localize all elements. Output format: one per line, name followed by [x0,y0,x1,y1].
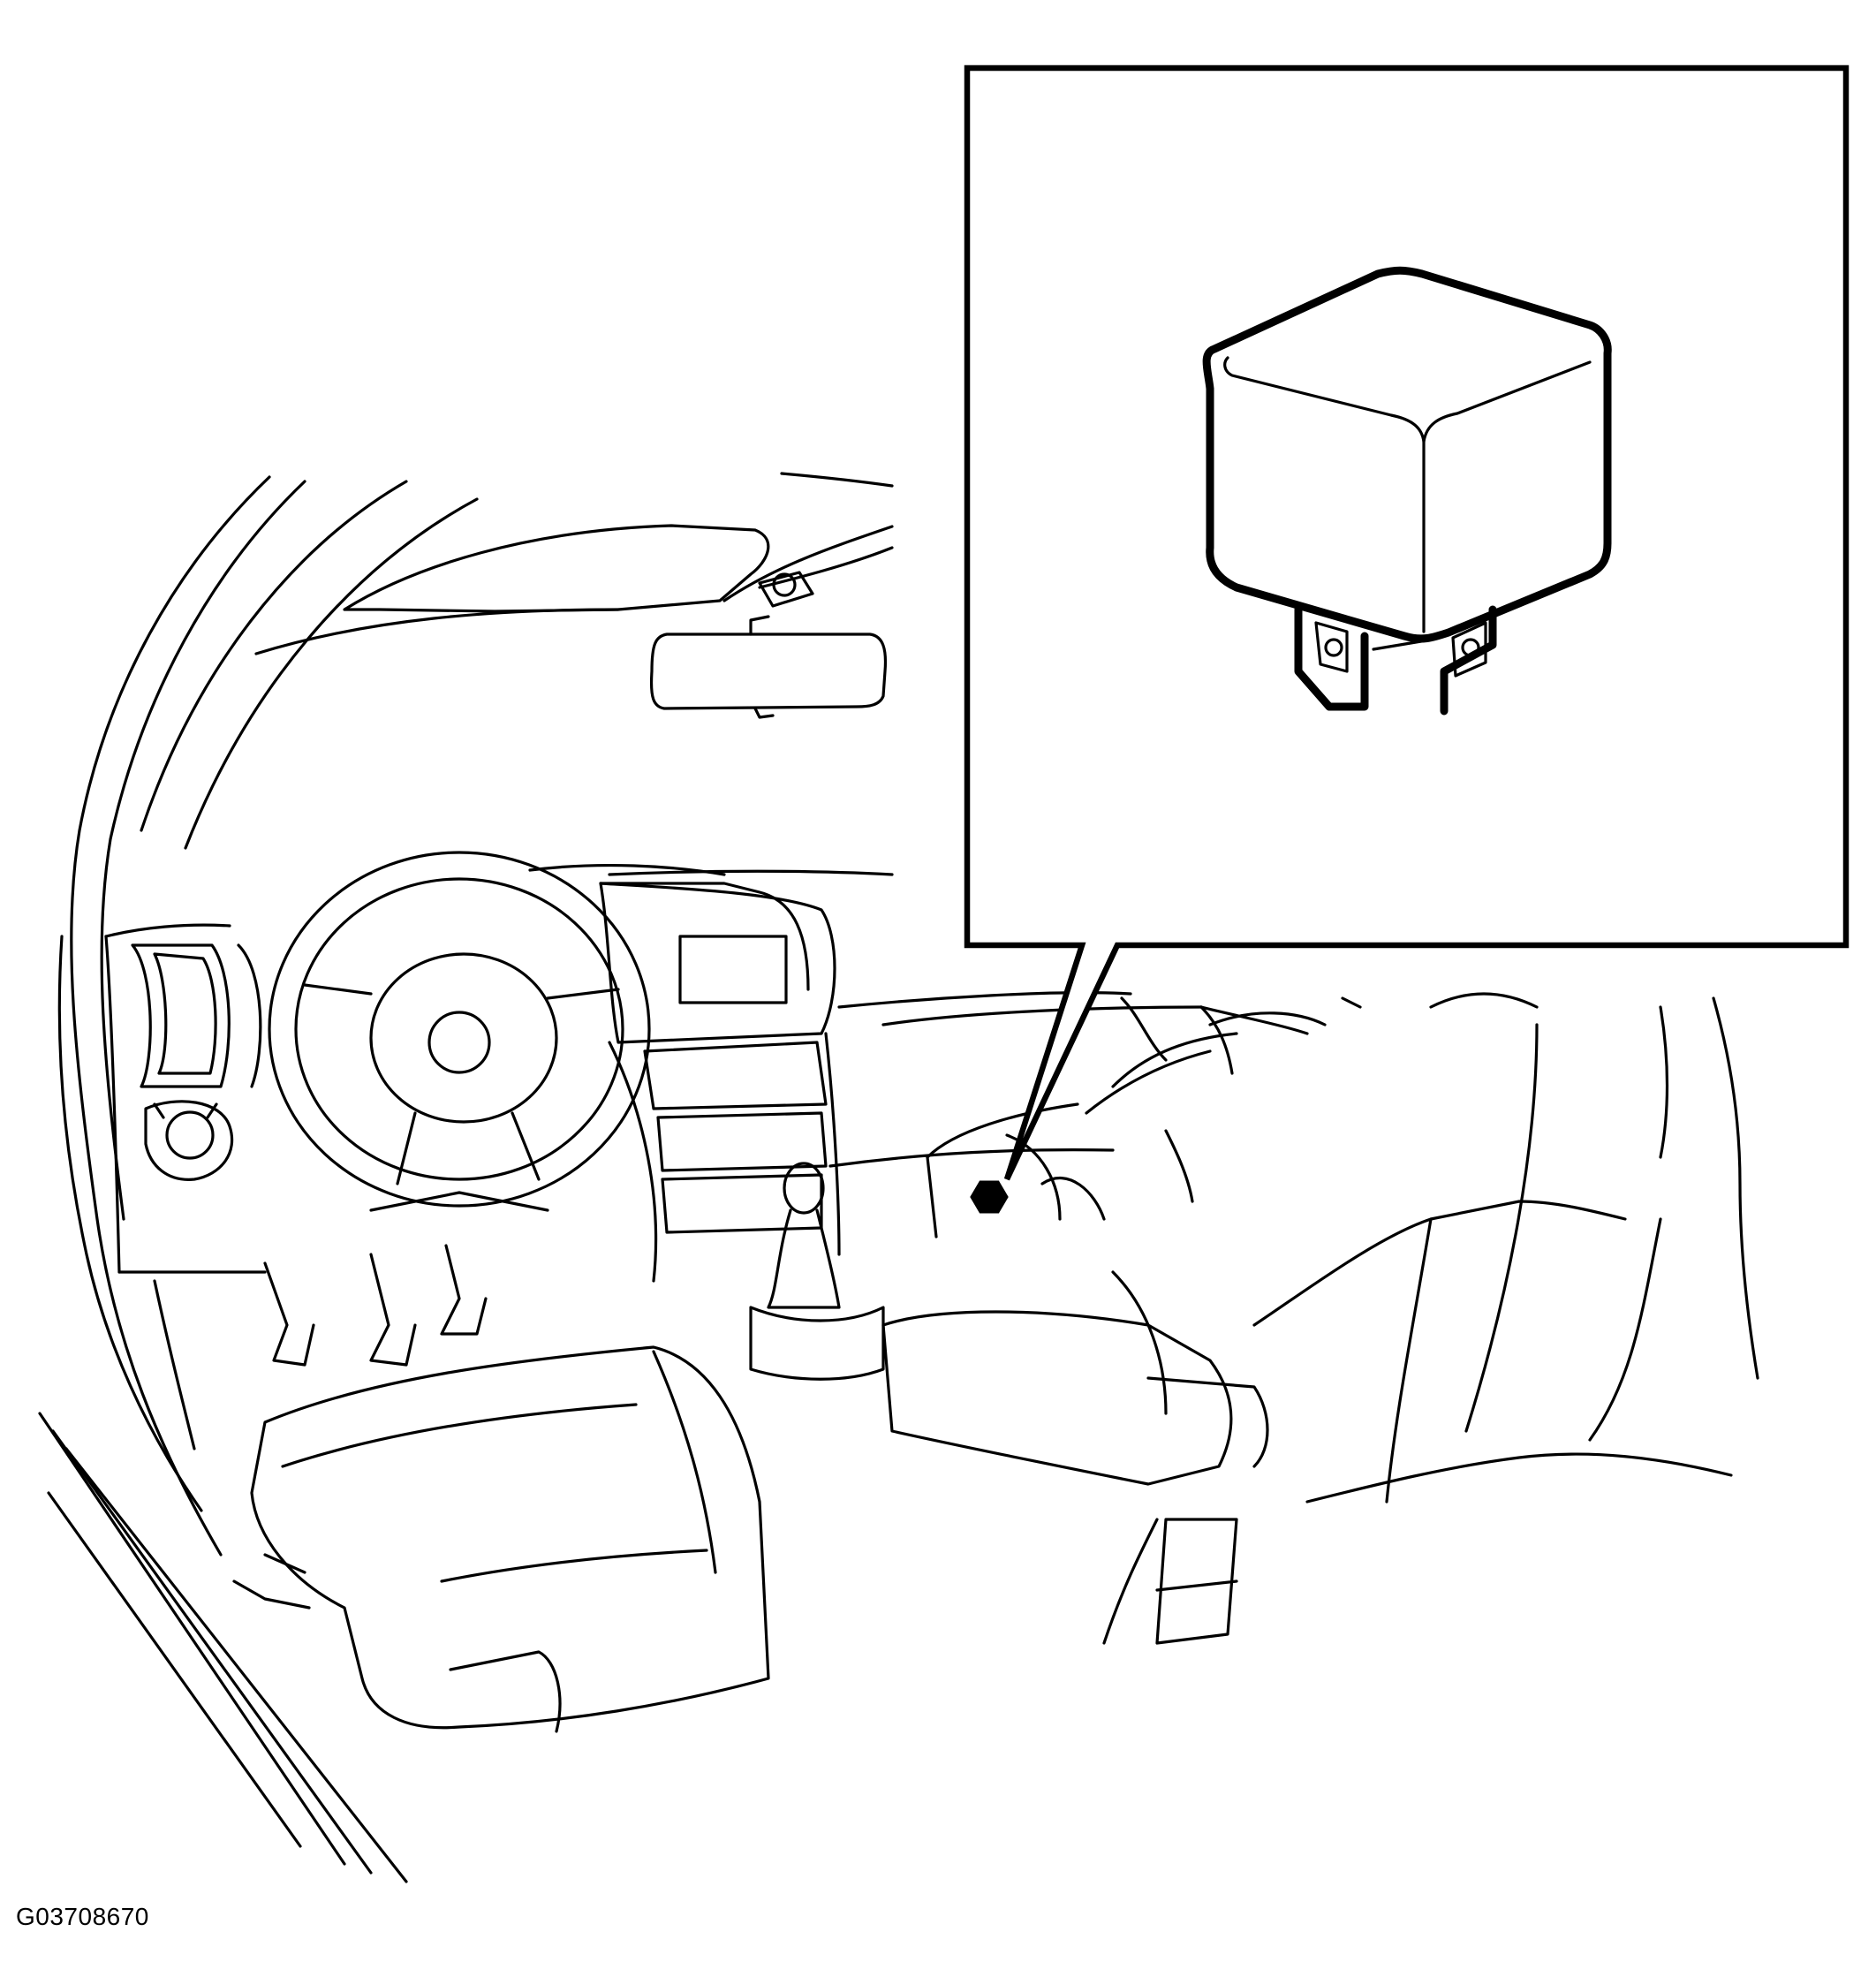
passenger-footwell [1102,1023,1539,1645]
door-sill [38,1412,408,1883]
driver-seat [232,1345,770,1733]
passenger-seat [1252,992,1759,1504]
instrument-vents [144,1100,234,1181]
figure-reference-code: G03708670 [16,1903,149,1930]
gear-shifter [749,1162,885,1381]
steering-wheel [268,851,651,1212]
headliner [254,472,894,655]
callout-box [964,64,1850,1181]
center-console [881,1310,1269,1645]
pedals [153,1244,488,1451]
dashboard-right-lower-marker [970,1180,1009,1214]
a-pillar [57,475,479,1557]
dashboard [104,863,1362,1274]
relay-icon [1202,266,1612,716]
rearview-mirror [649,571,888,719]
